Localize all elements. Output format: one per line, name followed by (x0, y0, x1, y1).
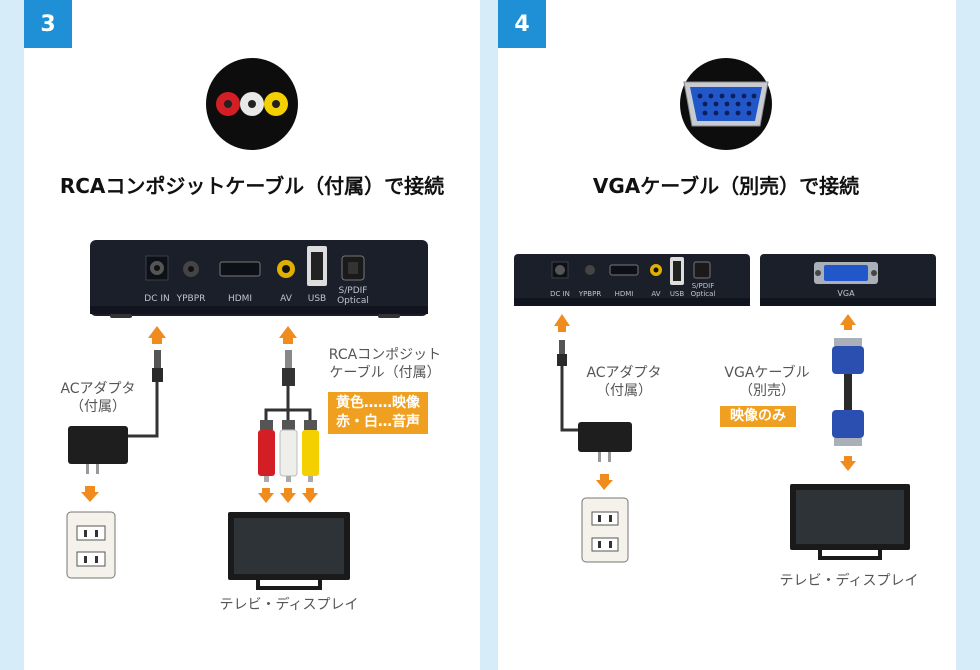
arrow-up-icon (840, 314, 856, 330)
panel-title: VGAケーブル（別売）で接続 (592, 174, 860, 198)
step-badge: 3 (24, 0, 72, 48)
port-label-ypbpr: YPBPR (176, 294, 206, 304)
rca-cable-label: RCAコンポジットケーブル（付属） (328, 347, 442, 381)
arrow-down-icon (596, 474, 613, 490)
port-label-hdmi: HDMI (614, 290, 634, 298)
arrow-up-icon (554, 314, 570, 332)
signal-legend: 黄色……映像赤・白…音声 (328, 392, 428, 434)
port-label-spdif: S/PDIF (691, 282, 715, 290)
ac-adapter-label: ACアダプタ（付属） (586, 365, 662, 399)
port-label-optical: Optical (337, 296, 369, 306)
arrow-down-icon (840, 456, 856, 471)
vga-cable-label: VGAケーブル（別売） (724, 365, 810, 399)
power-outlet-icon (581, 497, 629, 563)
display-label: テレビ・ディスプレイ (219, 597, 359, 613)
tv-icon (228, 512, 350, 590)
panel-rca: 3 (24, 0, 480, 670)
rca-cable (258, 350, 319, 482)
vga-cable (832, 338, 864, 446)
vga-connector-icon (680, 58, 772, 150)
port-label-spdif: S/PDIF (338, 286, 368, 296)
ac-adapter-icon (578, 422, 632, 462)
port-label-av: AV (651, 290, 661, 298)
panel-vga: 4 (498, 0, 956, 670)
arrow-down-icon (258, 488, 318, 503)
step-badge: 4 (498, 0, 546, 48)
rca-connector-icon (206, 58, 298, 150)
video-only-badge: 映像のみ (720, 406, 796, 427)
panel-title: RCAコンポジットケーブル（付属）で接続 (59, 174, 445, 198)
port-label-dc-in: DC IN (144, 294, 170, 304)
port-label-av: AV (280, 294, 292, 304)
power-outlet-icon (66, 511, 116, 579)
arrow-down-icon (81, 486, 99, 502)
port-label-vga: VGA (837, 289, 855, 298)
port-label-optical: Optical (690, 290, 716, 298)
rca-connection-diagram (66, 58, 428, 590)
tv-icon (790, 484, 910, 560)
ac-adapter-label: ACアダプタ（付属） (60, 381, 136, 415)
media-player-device (514, 254, 750, 306)
media-player-device (90, 240, 428, 318)
port-label-hdmi: HDMI (227, 294, 253, 304)
arrow-up-icon (148, 326, 297, 344)
vga-connection-diagram (514, 58, 936, 563)
port-label-dc-in: DC IN (550, 290, 570, 298)
port-label-usb: USB (307, 294, 327, 304)
ac-adapter-cable (124, 350, 163, 438)
ac-adapter-icon (68, 426, 128, 474)
media-player-device-rear (760, 254, 936, 306)
display-label: テレビ・ディスプレイ (779, 573, 919, 589)
port-label-ypbpr: YPBPR (578, 290, 602, 298)
port-label-usb: USB (669, 290, 685, 298)
